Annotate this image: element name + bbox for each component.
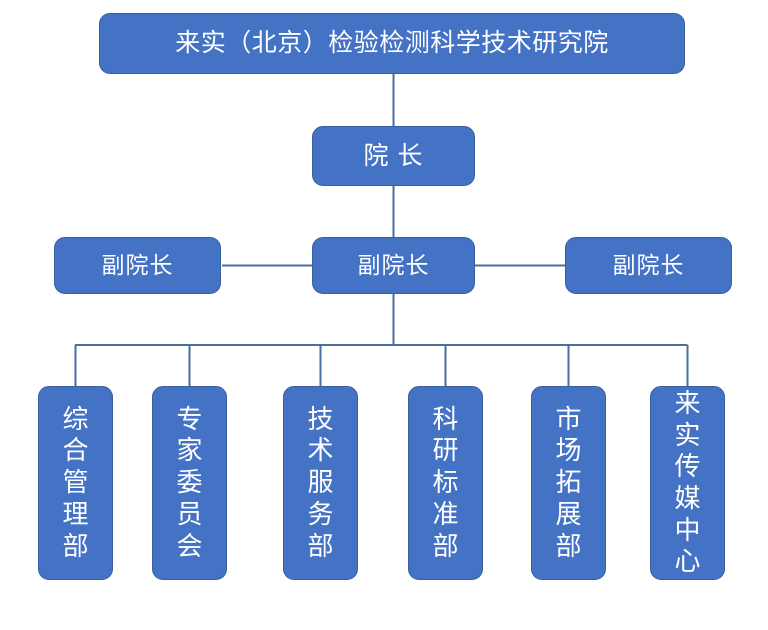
node-deputy-director-center[interactable]: 副院长 <box>312 237 475 294</box>
node-director[interactable]: 院 长 <box>312 126 475 186</box>
node-department-6[interactable]: 来实传媒中心 <box>650 386 725 580</box>
department-label-char: 实 <box>674 419 701 450</box>
department-label-char: 媒 <box>674 483 701 513</box>
department-label-char: 会 <box>176 530 203 561</box>
department-label-char: 术 <box>307 435 334 466</box>
department-label-char: 部 <box>432 530 459 561</box>
department-label-char: 理 <box>62 498 89 529</box>
department-label-char: 科 <box>432 403 459 434</box>
department-label-char: 综 <box>62 403 89 434</box>
department-label-char: 管 <box>62 467 89 498</box>
department-label-char: 员 <box>176 498 203 529</box>
department-label-char: 部 <box>62 530 89 561</box>
department-label-char: 市 <box>555 403 582 434</box>
department-label-char: 家 <box>176 435 203 466</box>
node-department-3[interactable]: 技术服务部 <box>283 386 358 580</box>
node-deputy-director-left[interactable]: 副院长 <box>54 237 221 294</box>
department-label-char: 合 <box>62 435 89 466</box>
department-label-char: 中 <box>674 514 701 545</box>
department-label-char: 委 <box>176 467 203 498</box>
department-label-char: 部 <box>555 530 582 561</box>
department-label-char: 传 <box>674 451 701 482</box>
department-label-char: 技 <box>307 403 334 434</box>
node-institute-title[interactable]: 来实（北京）检验检测科学技术研究院 <box>99 13 685 74</box>
department-label-char: 专 <box>176 403 203 434</box>
node-deputy-director-right[interactable]: 副院长 <box>565 237 732 294</box>
department-label-char: 场 <box>555 435 582 466</box>
department-label-char: 服 <box>307 467 334 498</box>
department-label-char: 研 <box>432 435 459 466</box>
department-label-char: 部 <box>307 530 334 561</box>
department-label-char: 标 <box>432 467 459 498</box>
department-label-char: 务 <box>307 498 334 529</box>
node-department-1[interactable]: 综合管理部 <box>38 386 113 580</box>
department-label-char: 准 <box>432 498 459 529</box>
department-label-char: 拓 <box>555 467 582 498</box>
node-department-5[interactable]: 市场拓展部 <box>531 386 606 580</box>
node-department-4[interactable]: 科研标准部 <box>408 386 483 580</box>
department-label-char: 展 <box>555 498 582 529</box>
node-department-2[interactable]: 专家委员会 <box>152 386 227 580</box>
department-label-char: 心 <box>674 546 701 577</box>
department-label-char: 来 <box>674 387 701 418</box>
